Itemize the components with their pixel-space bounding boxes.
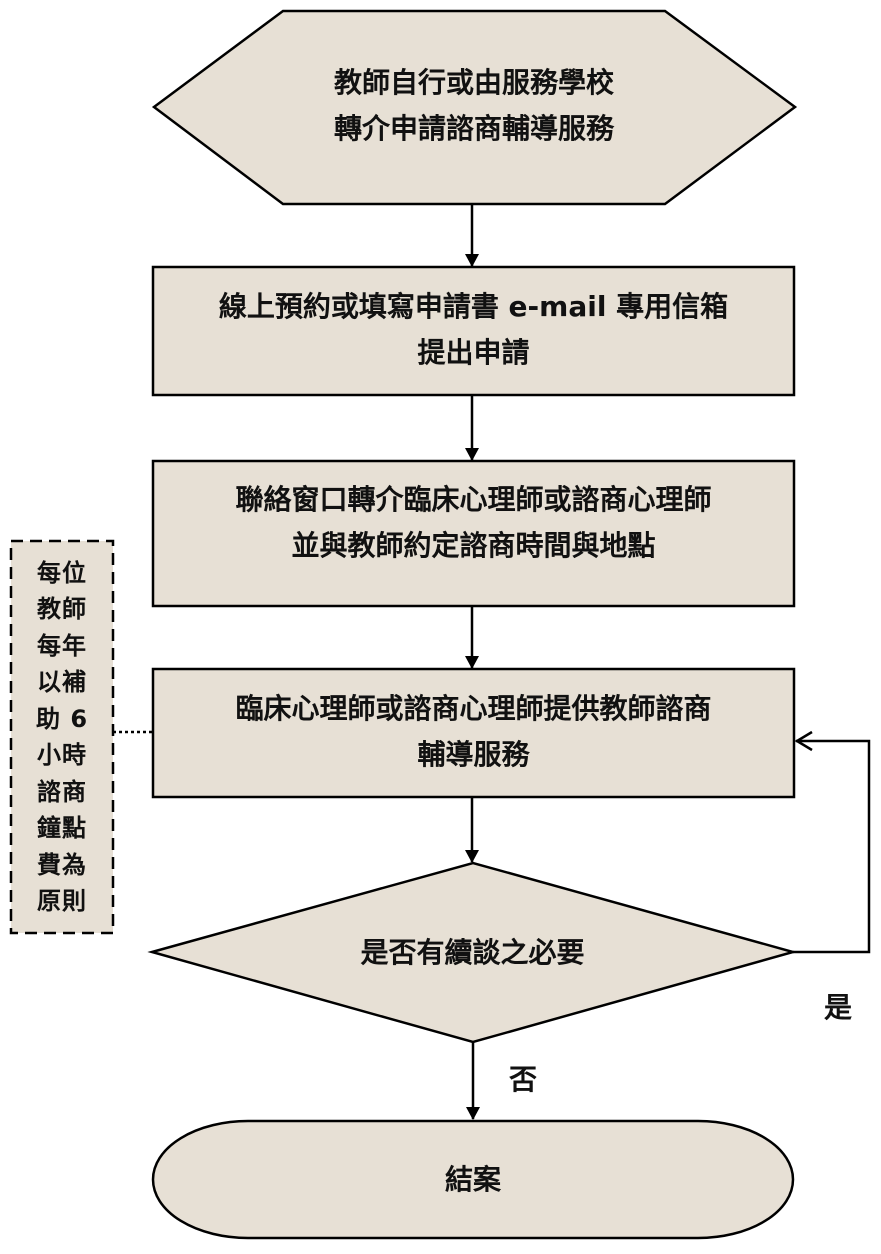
arrowhead-icon bbox=[465, 448, 479, 461]
annotation-line: 每位 bbox=[37, 558, 87, 587]
step2-box bbox=[151, 459, 796, 608]
open-arrowhead-icon bbox=[794, 730, 813, 752]
annotation-line: 以補 bbox=[37, 668, 87, 696]
arrowhead-icon bbox=[465, 656, 479, 669]
step3-line-1: 臨床心理師或諮商心理師提供教師諮商 bbox=[235, 692, 712, 725]
arrowhead-icon bbox=[465, 850, 479, 863]
arrowhead-icon bbox=[466, 1107, 480, 1120]
start-line-1: 教師自行或由服務學校 bbox=[333, 66, 614, 99]
annotation-line: 費為 bbox=[37, 850, 87, 879]
no-label: 否 bbox=[509, 1063, 538, 1096]
annotation-line: 小時 bbox=[37, 741, 87, 769]
decision-text: 是否有續談之必要 bbox=[360, 936, 585, 969]
annotation-line: 諮商 bbox=[37, 777, 87, 806]
annotation-line: 每年 bbox=[37, 631, 87, 660]
annotation-box bbox=[9, 539, 115, 935]
end-terminator bbox=[151, 1119, 795, 1240]
step3-box bbox=[151, 667, 796, 799]
step1-label: 線上預約或填寫申請書 e-mail 專用信箱 提出申請 bbox=[153, 282, 794, 378]
annotation-line: 教師 bbox=[37, 595, 87, 623]
annotation-line: 鐘點 bbox=[37, 814, 87, 842]
step1-line-1: 線上預約或填寫申請書 e-mail 專用信箱 bbox=[218, 290, 729, 323]
start-line-2: 轉介申請諮商輔導服務 bbox=[333, 112, 614, 145]
step1-line-2: 提出申請 bbox=[417, 336, 530, 369]
step3-label: 臨床心理師或諮商心理師提供教師諮商 輔導服務 bbox=[153, 684, 794, 780]
decision-label: 是否有續談之必要 bbox=[152, 930, 793, 976]
connector-yes-loop bbox=[793, 739, 871, 954]
start-hexagon bbox=[151, 9, 798, 206]
annotation-line: 助 6 bbox=[35, 704, 89, 733]
step1-box bbox=[151, 265, 796, 397]
end-label: 結案 bbox=[153, 1157, 793, 1203]
annotation-label: 每位 教師 每年 以補 助 6 小時 諮商 鐘點 費為 原則 bbox=[11, 541, 113, 933]
yes-label: 是 bbox=[824, 991, 853, 1024]
step2-label: 聯絡窗口轉介臨床心理師或諮商心理師 並與教師約定諮商時間與地點 bbox=[153, 475, 794, 571]
end-text: 結案 bbox=[444, 1163, 501, 1196]
arrowhead-icon bbox=[465, 254, 479, 267]
start-label: 教師自行或由服務學校 轉介申請諮商輔導服務 bbox=[283, 58, 665, 154]
annotation-line: 原則 bbox=[37, 887, 87, 915]
step2-line-1: 聯絡窗口轉介臨床心理師或諮商心理師 bbox=[235, 483, 712, 516]
step2-line-2: 並與教師約定諮商時間與地點 bbox=[291, 529, 656, 562]
step3-line-2: 輔導服務 bbox=[417, 738, 530, 771]
